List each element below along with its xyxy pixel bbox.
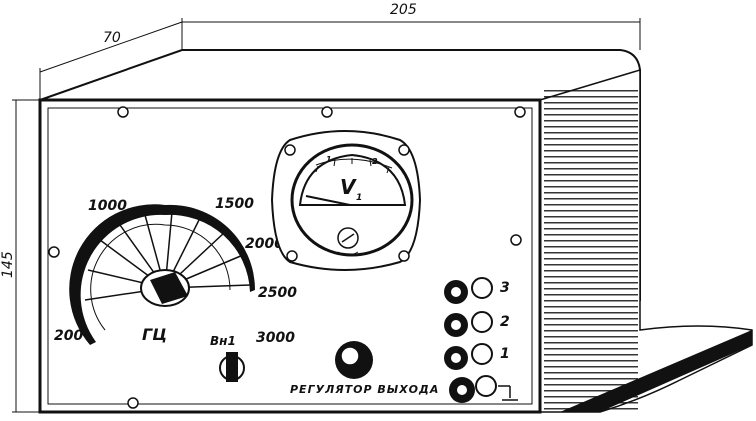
terminal-3[interactable]: 3 xyxy=(444,277,510,304)
screw-icon xyxy=(127,397,139,409)
meter-mark-1: 1 xyxy=(326,155,332,164)
dial-tick-2000: 2000 xyxy=(245,236,284,252)
meter-needle xyxy=(305,195,351,206)
height-dimension: 145 xyxy=(0,251,16,278)
dial-tick-2500: 2500 xyxy=(258,285,297,301)
width-dimension: 205 xyxy=(390,2,417,18)
dial-tick-3000: 3000 xyxy=(256,330,295,346)
terminal-2[interactable]: 2 xyxy=(444,311,510,337)
voltmeter: 1 2 V 1 xyxy=(270,130,422,271)
screw-icon xyxy=(514,106,526,118)
output-terminals: 3 2 1 xyxy=(444,277,518,403)
meter-symbol: V xyxy=(340,175,357,199)
depth-dimension: 70 xyxy=(103,30,121,46)
power-switch[interactable]: Вн1 xyxy=(210,334,245,382)
screw-icon xyxy=(321,106,333,118)
toggle-lever[interactable] xyxy=(226,352,238,382)
screw-icon xyxy=(117,106,129,118)
meter-subscript: 1 xyxy=(356,193,362,203)
ground-icon xyxy=(498,385,518,401)
dimension-lines xyxy=(12,18,641,413)
screw-icon xyxy=(284,144,296,156)
terminal-label-2: 2 xyxy=(500,314,510,330)
cabinet-body xyxy=(39,49,753,413)
terminal-label-1: 1 xyxy=(500,346,510,362)
terminal-ground[interactable] xyxy=(449,375,518,403)
dial-tick-200: 200 xyxy=(54,328,83,344)
screw-icon xyxy=(286,250,298,262)
screw-icon xyxy=(398,250,410,262)
terminal-1[interactable]: 1 xyxy=(444,343,510,370)
screw-icon xyxy=(48,246,60,258)
meter-mark-2: 2 xyxy=(372,157,378,166)
switch-label: Вн1 xyxy=(210,334,236,348)
output-level-knob[interactable]: РЕГУЛЯТОР ВЫХОДА xyxy=(290,341,439,396)
terminal-label-3: 3 xyxy=(500,280,510,296)
dial-tick-1500: 1500 xyxy=(215,196,254,212)
screw-icon xyxy=(510,234,522,246)
screw-icon xyxy=(398,144,410,156)
output-knob-label: РЕГУЛЯТОР ВЫХОДА xyxy=(290,383,439,396)
panel-screws xyxy=(48,106,526,409)
frequency-dial[interactable]: 1000 1500 2000 2500 3000 200 ГЦ xyxy=(54,196,297,346)
dial-tick-1000: 1000 xyxy=(88,198,127,214)
dial-unit-label: ГЦ xyxy=(142,325,167,344)
